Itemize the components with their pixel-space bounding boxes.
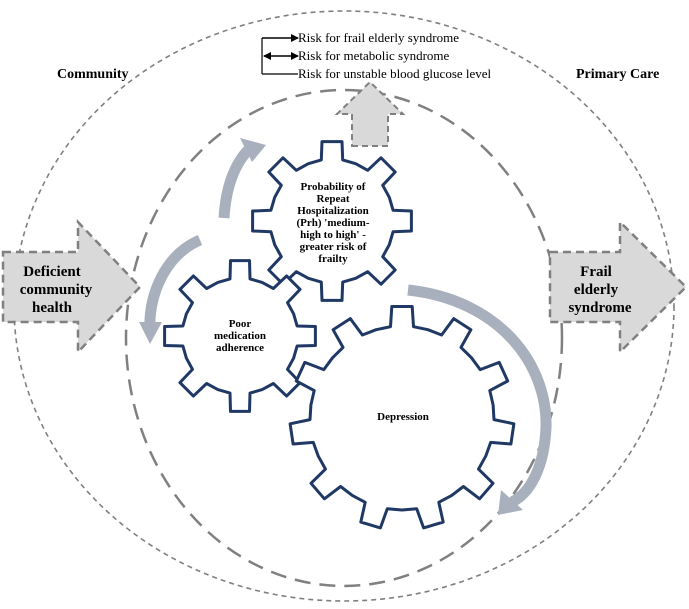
gear-top-line-1: Probability of [301,181,366,193]
gear-top [251,140,413,302]
gear-bottom [288,305,516,530]
legend: Risk for frail elderly syndrome Risk for… [261,30,492,81]
gear-left-line-3: adherence [216,342,264,354]
curved-arrow-right-head [498,490,523,515]
gear-top-label: Probability of Repeat Hospitalization (P… [296,181,369,265]
gear-top-line-7: frailty [318,253,348,265]
curved-arrow-right [407,284,552,507]
community-label: Community [57,67,129,82]
curved-arrow-left-head [139,322,162,344]
gear-left-label: Poor medication adherence [214,318,266,354]
gear-left-line-1: Poor [229,318,252,330]
left-block-arrow [1,218,142,356]
gear-top-line-5: high to high' - [300,229,366,241]
inner-circle [124,88,564,588]
gear-left-line-2: medication [214,330,266,342]
curved-arrow-top [218,144,255,219]
legend-item-frail: Risk for frail elderly syndrome [298,30,459,45]
left-arrow-line-2: community [20,282,93,298]
curved-arrow-left [144,234,203,333]
right-arrow-line-1: Frail [580,264,612,280]
gear-left [163,259,317,413]
left-arrow-line-1: Deficient [23,264,80,280]
gear-top-line-3: Hospitalization [297,205,369,217]
primary-care-label: Primary Care [576,67,659,82]
gear-bottom-line-1: Depression [377,411,429,423]
left-arrow-line-3: health [32,300,73,316]
legend-item-metabolic: Risk for metabolic syndrome [298,48,450,63]
legend-item-glucose: Risk for unstable blood glucose level [298,66,492,81]
right-arrow-text: Frail elderly syndrome [568,264,631,316]
right-arrow-line-3: syndrome [568,300,631,316]
gear-top-line-4: (Prh) 'medium- [296,217,369,229]
gear-top-line-6: greater risk of [300,241,367,253]
curved-arrow-top-head [240,138,266,162]
right-block-arrow [548,219,688,355]
left-arrow-text: Deficient community health [20,264,93,316]
right-arrow-line-2: elderly [574,282,619,298]
up-block-arrow [334,80,406,147]
gear-top-line-2: Repeat [317,193,350,205]
gear-bottom-label: Depression [377,411,429,423]
